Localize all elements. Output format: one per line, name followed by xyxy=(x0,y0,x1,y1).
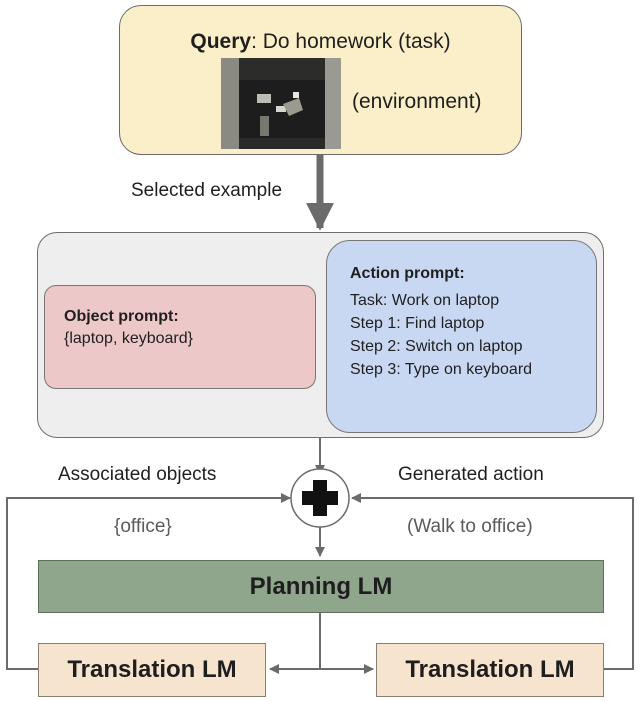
walk-to-office-label: (Walk to office) xyxy=(407,516,533,537)
query-label: Query xyxy=(190,30,252,53)
query-text: : Do homework (task) xyxy=(251,30,451,53)
action-step: Step 1: Find laptop xyxy=(350,315,485,332)
action-step: Step 3: Type on keyboard xyxy=(350,361,533,378)
action-prompt-steps: Task: Work on laptop Step 1: Find laptop… xyxy=(350,289,532,381)
environment-scene xyxy=(221,58,341,149)
translation-lm-right-block: Translation LM xyxy=(376,643,604,697)
environment-label: (environment) xyxy=(352,90,482,113)
office-label: {office} xyxy=(114,516,172,537)
translation-lm-left-block: Translation LM xyxy=(38,643,266,697)
action-step: Step 2: Switch on laptop xyxy=(350,338,523,355)
planning-lm-block: Planning LM xyxy=(38,560,604,613)
object-prompt-title: Object prompt: xyxy=(64,308,179,325)
action-prompt-box xyxy=(326,240,597,433)
action-step: Task: Work on laptop xyxy=(350,292,500,309)
action-prompt-title: Action prompt: xyxy=(350,265,465,282)
associated-objects-label: Associated objects xyxy=(58,464,217,485)
object-prompt-body: {laptop, keyboard} xyxy=(64,330,193,347)
generated-action-label: Generated action xyxy=(398,464,544,485)
loop-right-generated-action xyxy=(351,493,634,670)
query-line: Query: Do homework (task) xyxy=(119,30,522,54)
plus-icon-vertical xyxy=(313,480,327,516)
environment-image xyxy=(221,58,341,149)
selected-example-label: Selected example xyxy=(131,180,283,201)
loop-left-associated-objects xyxy=(6,493,291,670)
object-prompt-box xyxy=(44,285,316,389)
